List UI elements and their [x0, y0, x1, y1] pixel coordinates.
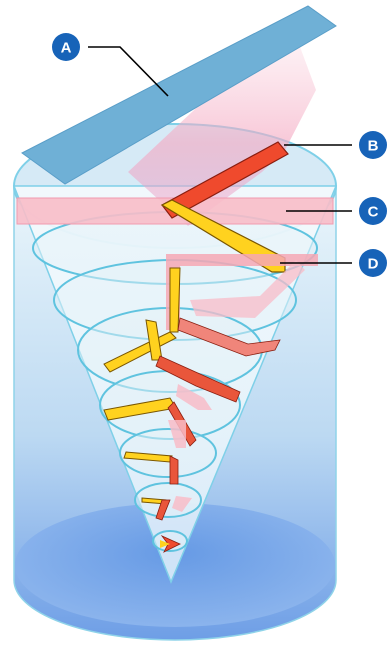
- callout-a-label: A: [61, 40, 72, 57]
- red-branch-4: [170, 456, 178, 484]
- yellow-stem-1: [170, 268, 180, 332]
- callout-d-label: D: [368, 256, 379, 273]
- callout-c-label: C: [368, 204, 379, 221]
- callout-b-label: B: [368, 138, 379, 155]
